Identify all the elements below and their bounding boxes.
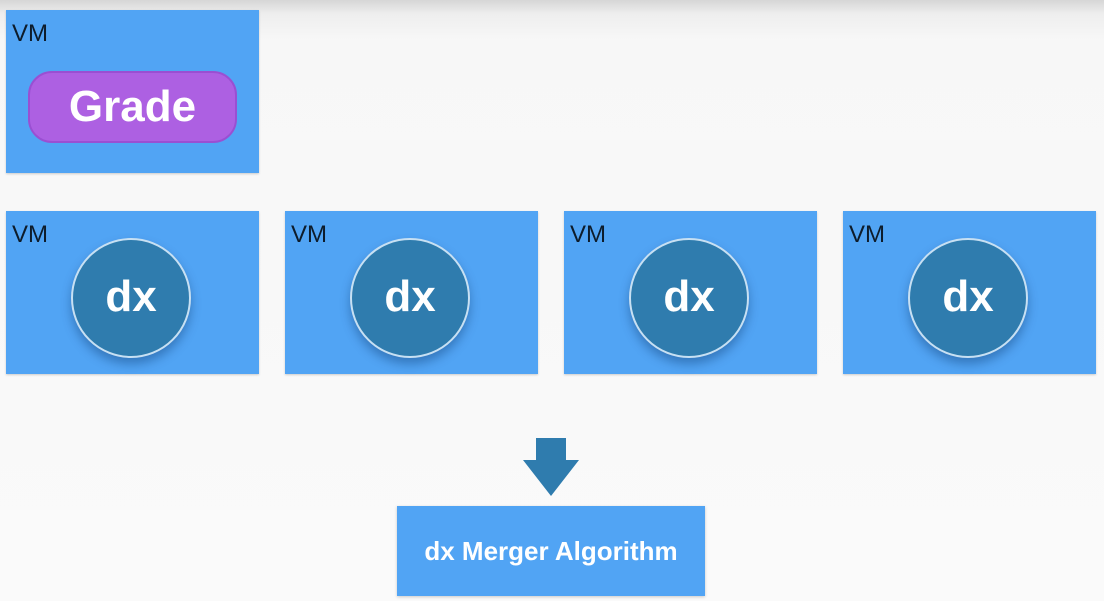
vm-worker-box-3: VM dx xyxy=(564,211,817,374)
vm-worker-box-2: VM dx xyxy=(285,211,538,374)
vm-grade-box: VM Grade xyxy=(6,10,259,173)
dx-process-circle: dx xyxy=(908,238,1028,358)
grade-process-label: Grade xyxy=(68,82,197,131)
dx-process-circle: dx xyxy=(350,238,470,358)
vm-label: VM xyxy=(12,221,48,248)
grade-process-pill: Grade xyxy=(28,71,237,143)
vm-label: VM xyxy=(849,221,885,248)
arrow-down-icon xyxy=(521,436,581,498)
vm-worker-box-1: VM dx xyxy=(6,211,259,374)
vm-label: VM xyxy=(12,20,48,47)
vm-label: VM xyxy=(291,221,327,248)
dx-process-circle: dx xyxy=(71,238,191,358)
vm-label: VM xyxy=(570,221,606,248)
dx-process-label: dx xyxy=(942,272,994,321)
dx-process-label: dx xyxy=(384,272,436,321)
dx-process-circle: dx xyxy=(629,238,749,358)
dx-process-label: dx xyxy=(663,272,715,321)
dx-process-label: dx xyxy=(105,272,157,321)
merger-algorithm-box: dx Merger Algorithm xyxy=(397,506,705,596)
vm-worker-box-4: VM dx xyxy=(843,211,1096,374)
merger-algorithm-label: dx Merger Algorithm xyxy=(424,535,678,566)
